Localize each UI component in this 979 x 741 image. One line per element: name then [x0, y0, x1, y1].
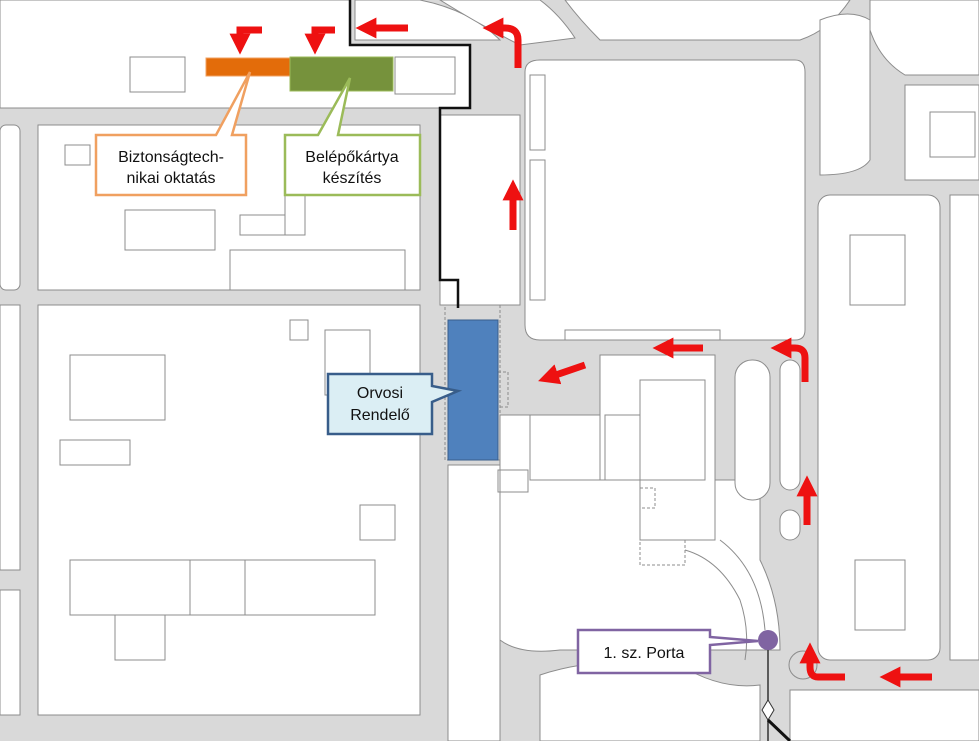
fence-line — [348, 0, 472, 308]
building-outlines — [59, 56, 976, 661]
arrow-icon — [770, 337, 809, 382]
badge-making-building — [289, 56, 394, 92]
gate-marker-icon — [758, 630, 778, 650]
badge-making-label-line2: készítés — [323, 170, 382, 187]
arrow-icon — [538, 361, 587, 385]
safety-training-label-line1: Biztonságtech- — [118, 149, 224, 166]
safety-training-callout: Biztonságtech- nikai oktatás — [94, 71, 252, 197]
gate-callout: 1. sz. Porta — [576, 628, 759, 675]
safety-training-label-line2: nikai oktatás — [127, 170, 216, 187]
arrow-icon — [799, 642, 845, 681]
arrow-icon — [304, 26, 335, 55]
route-arrows — [229, 17, 932, 688]
medical-office-label-line1: Orvosi — [357, 385, 403, 402]
medical-office-label-line2: Rendelő — [350, 407, 410, 424]
arrow-icon — [482, 17, 522, 68]
badge-making-label-line1: Belépőkártya — [305, 149, 398, 166]
gate-label: 1. sz. Porta — [604, 645, 685, 662]
medical-office-callout: Orvosi Rendelő — [326, 372, 463, 436]
exit-path — [766, 718, 792, 741]
badge-making-callout: Belépőkártya készítés — [283, 77, 422, 197]
arrow-icon — [229, 26, 262, 55]
